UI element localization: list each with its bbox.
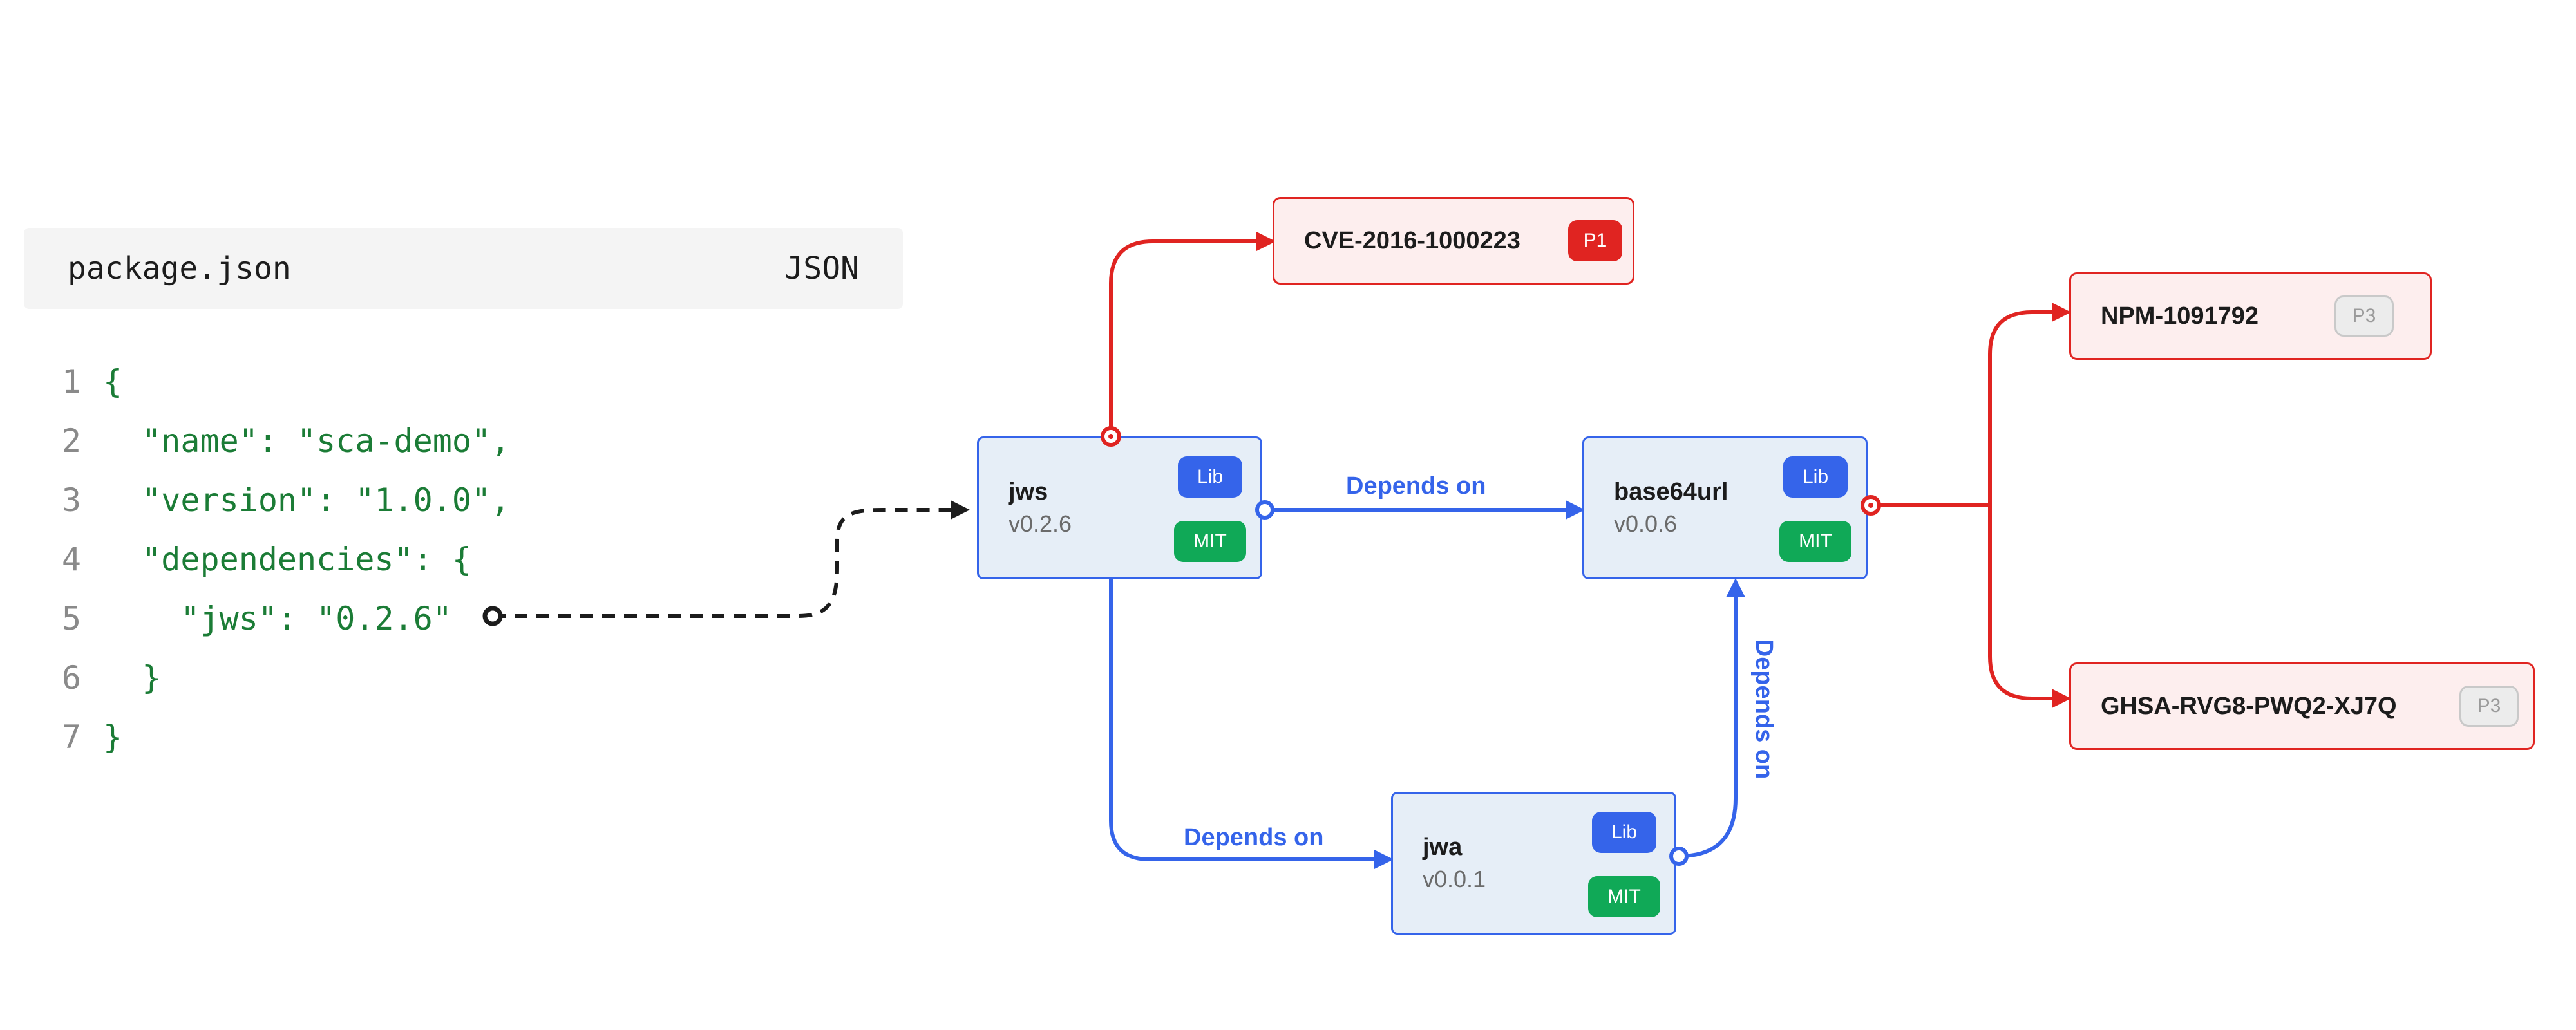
code-text: } [103,659,162,697]
node-version: v0.2.6 [1009,510,1072,537]
code-text: } [103,718,123,756]
code-text: "dependencies": { [103,541,471,578]
vuln-id: CVE-2016-1000223 [1304,227,1520,254]
code-line: 5 "jws": "0.2.6" [0,589,452,648]
node-base64url[interactable]: base64url v0.0.6 Lib MIT [1582,436,1868,579]
vuln-ghsa-rvg8-pwq2-xj7q[interactable]: GHSA-RVG8-PWQ2-XJ7Q P3 [2069,662,2535,750]
edge-label-jws-jwa: Depends on [1184,824,1324,851]
node-name: jws [1009,478,1048,505]
node-name: base64url [1614,478,1728,505]
vuln-cve-2016-1000223[interactable]: CVE-2016-1000223 P1 [1273,197,1634,285]
line-number: 4 [61,541,81,578]
code-language-label: JSON [784,250,859,286]
code-line: 3 "version": "1.0.0", [0,471,510,530]
edge-base64url-to-ghsa [1988,505,2071,708]
edge-label-jwa-base64url: Depends on [1750,639,1778,780]
edge-jws-to-jwa [1109,579,1394,869]
vuln-id: NPM-1091792 [2101,302,2259,330]
line-number: 6 [61,659,81,697]
lib-badge: Lib [1178,456,1242,498]
code-text: "jws": "0.2.6" [103,600,452,637]
code-line: 2 "name": "sca-demo", [0,411,510,471]
code-line: 4 "dependencies": { [0,530,471,589]
node-jws[interactable]: jws v0.2.6 Lib MIT [977,436,1262,579]
line-number: 5 [61,600,81,637]
priority-badge: P3 [2459,686,2519,727]
priority-badge: P1 [1568,220,1622,261]
code-panel-header: package.json JSON [24,228,903,309]
edge-package-to-jws [493,500,970,618]
code-filename: package.json [68,250,291,286]
code-line: 6 } [0,648,161,707]
code-text: { [103,363,123,400]
edge-package-to-jws-start-dot [482,606,503,626]
code-text: "name": "sca-demo", [103,422,511,460]
lib-badge: Lib [1783,456,1848,498]
code-line: 1{ [0,352,122,411]
line-number: 3 [61,482,81,519]
node-jwa[interactable]: jwa v0.0.1 Lib MIT [1391,792,1676,935]
line-number: 2 [61,422,81,460]
vuln-id: GHSA-RVG8-PWQ2-XJ7Q [2101,692,2397,720]
line-number: 1 [61,363,81,400]
edge-jwa-to-base64url [1678,578,1745,858]
license-badge: MIT [1779,521,1852,562]
license-badge: MIT [1588,876,1660,917]
node-version: v0.0.6 [1614,510,1678,537]
lib-badge: Lib [1592,812,1656,853]
code-text: "version": "1.0.0", [103,482,511,519]
code-line: 7} [0,707,122,767]
edge-base64url-to-npm [1988,303,2071,505]
edge-label-jws-base64url: Depends on [1346,473,1486,500]
license-badge: MIT [1174,521,1246,562]
priority-badge: P3 [2334,295,2394,337]
line-number: 7 [61,718,81,756]
vuln-npm-1091792[interactable]: NPM-1091792 P3 [2069,272,2432,360]
node-name: jwa [1423,834,1463,861]
edge-jws-to-cve [1109,232,1276,438]
node-version: v0.0.1 [1423,866,1486,892]
